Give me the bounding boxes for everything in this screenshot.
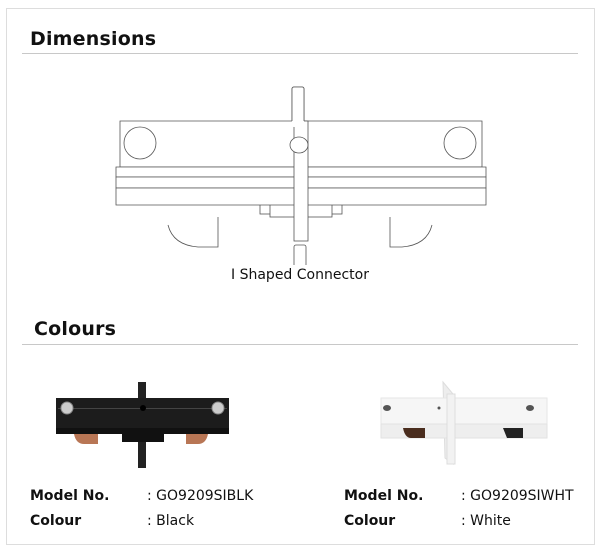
dimensions-divider — [22, 53, 578, 54]
content-frame — [6, 8, 595, 545]
model-value: : GO9209SIWHT — [461, 488, 574, 504]
colour-value: : White — [461, 513, 511, 529]
colour-label: Colour — [344, 513, 396, 529]
model-label: Model No. — [344, 488, 424, 504]
colours-heading: Colours — [34, 318, 117, 340]
dimensions-heading: Dimensions — [30, 28, 157, 50]
dimensions-caption: I Shaped Connector — [231, 267, 369, 283]
connector-line-drawing — [115, 86, 487, 265]
black-connector-image — [56, 382, 229, 468]
white-connector-image — [375, 380, 550, 470]
colour-value: : Black — [147, 513, 195, 529]
colour-label: Colour — [30, 513, 82, 529]
model-value: : GO9209SIBLK — [147, 488, 254, 504]
model-label: Model No. — [30, 488, 110, 504]
colours-divider — [22, 344, 578, 345]
